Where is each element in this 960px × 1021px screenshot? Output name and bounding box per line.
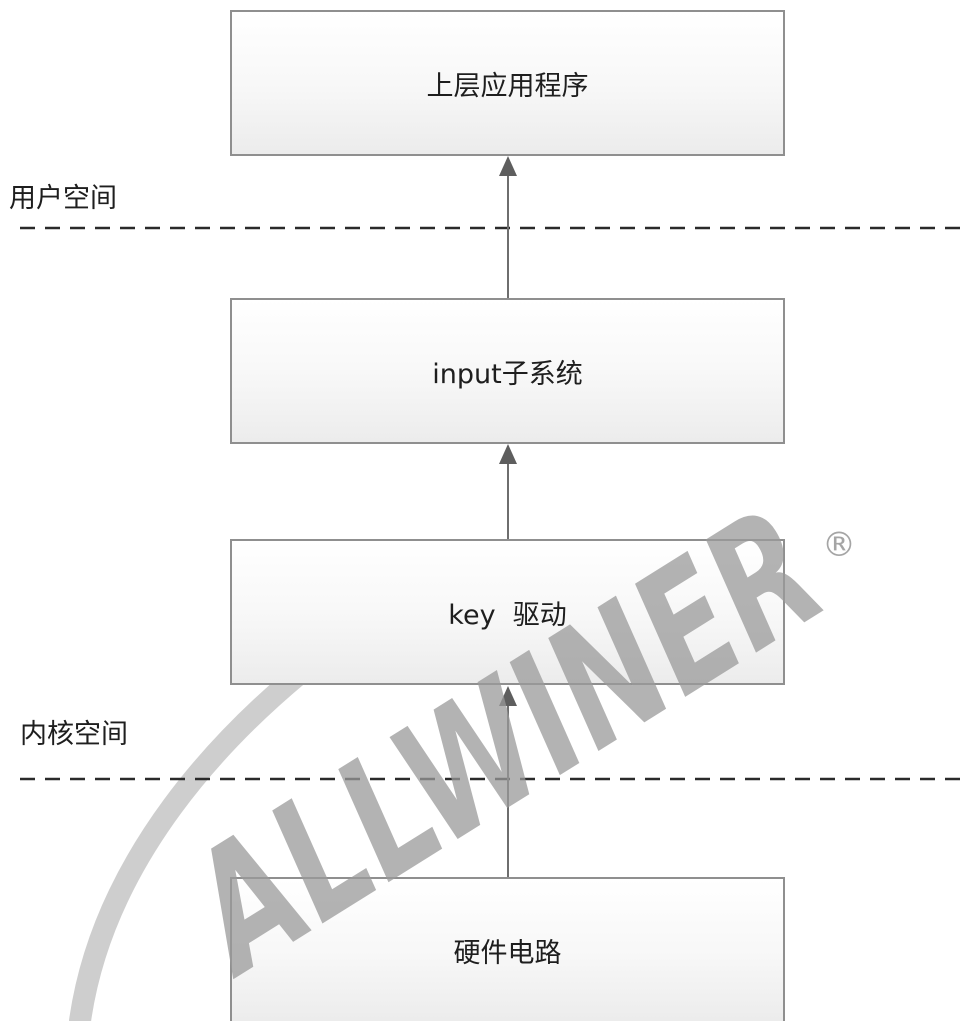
watermark-logo-text: ALLWINER [151, 472, 855, 1013]
hardware-circuit-box: 硬件电路 [230, 877, 785, 1021]
arrow-hardware-to-key [499, 686, 517, 878]
input-subsystem-box: input子系统 [230, 298, 785, 444]
watermark-registered-mark: ® [822, 525, 856, 565]
user-space-label: 用户空间 [9, 183, 117, 214]
app-layer-label: 上层应用程序 [426, 70, 589, 102]
hardware-circuit-label: 硬件电路 [453, 937, 562, 969]
arrow-key-to-input [499, 444, 517, 540]
arrow-input-to-app [499, 156, 517, 298]
input-subsystem-label: input子系统 [432, 358, 583, 390]
app-layer-box: 上层应用程序 [230, 10, 785, 156]
kernel-space-label: 内核空间 [20, 719, 128, 750]
key-driver-label: key 驱动 [448, 599, 567, 631]
key-driver-box: key 驱动 [230, 539, 785, 685]
